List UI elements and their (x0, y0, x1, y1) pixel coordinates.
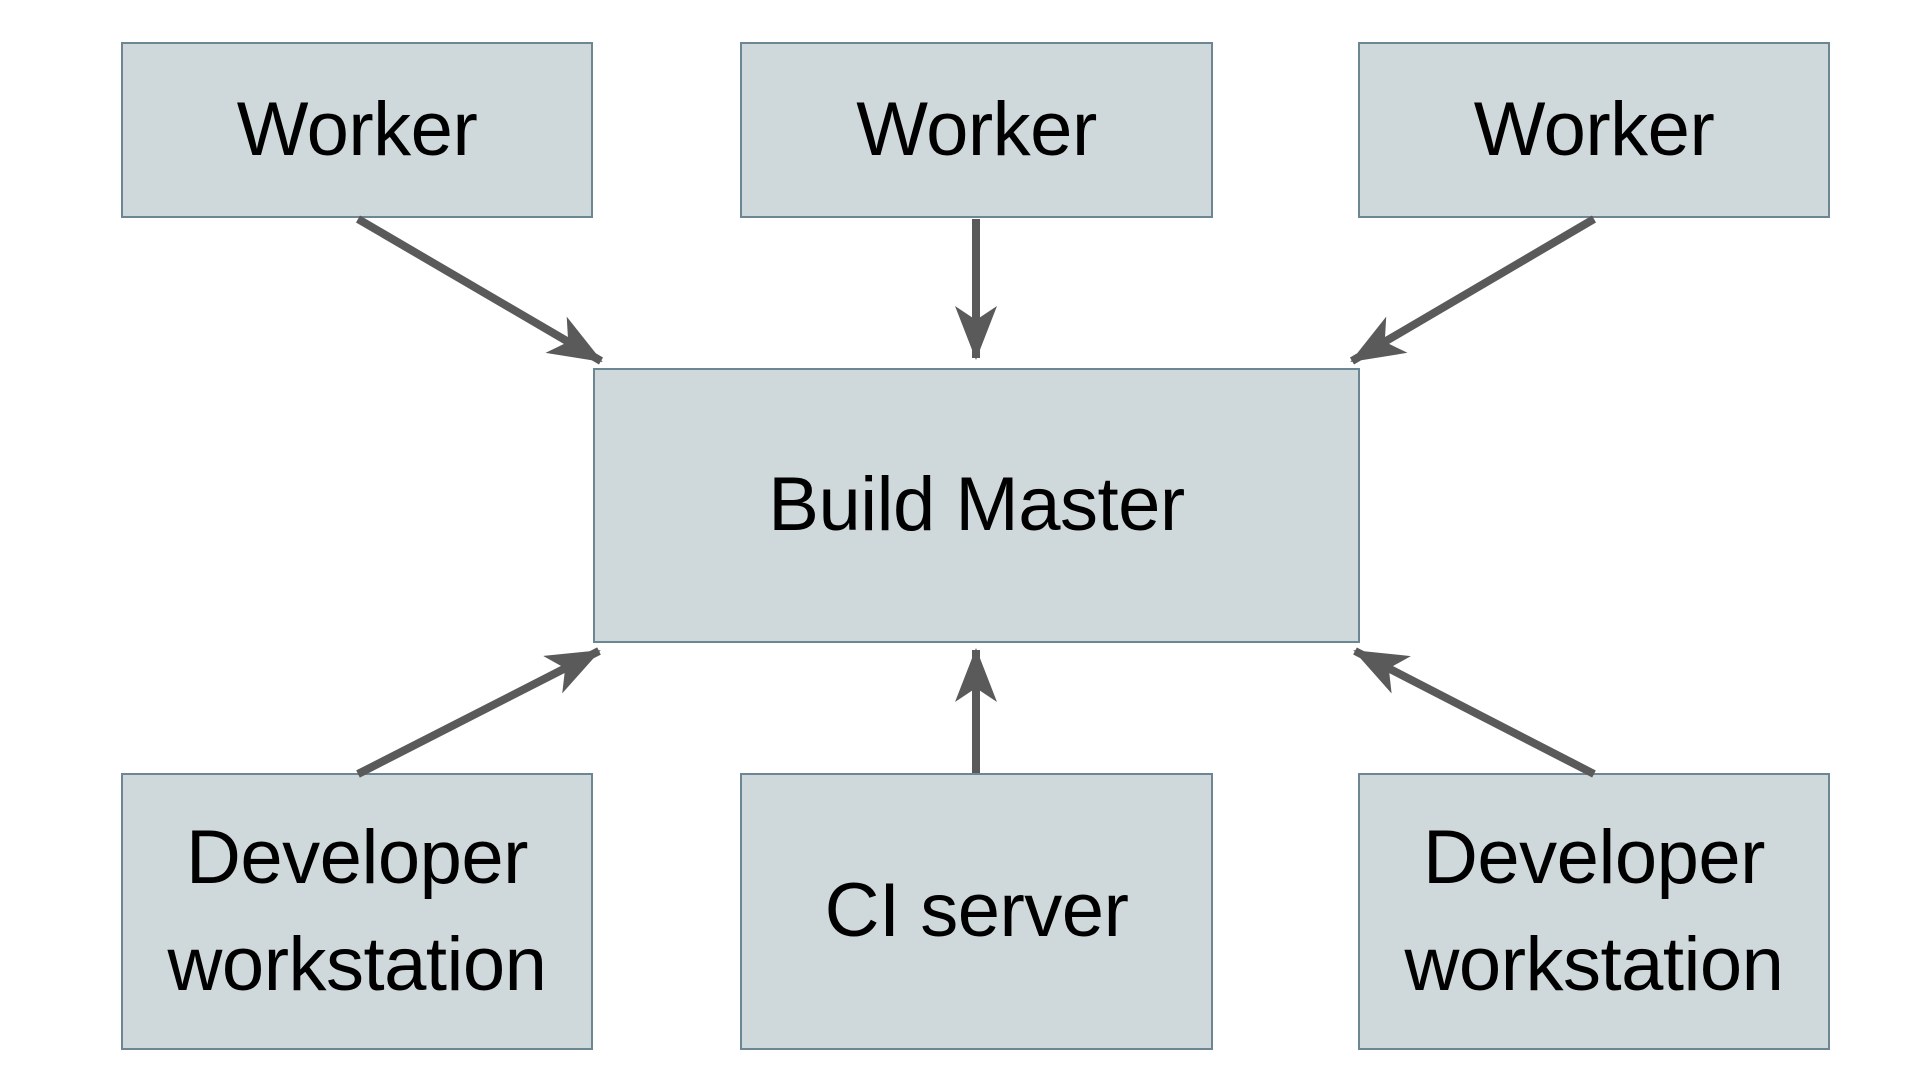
node-build-master: Build Master (593, 368, 1360, 643)
node-developer-workstation-1: Developer workstation (121, 773, 593, 1050)
arrow-worker-1-to-build-master (355, 215, 604, 365)
node-label: Worker (856, 86, 1097, 172)
arrow-worker-3-to-build-master (1349, 215, 1597, 365)
node-label: Worker (1473, 86, 1715, 172)
node-worker-2: Worker (740, 42, 1213, 218)
node-developer-workstation-2: Developer workstation (1358, 773, 1830, 1050)
arrow-developer-workstation-2-to-build-master (1353, 647, 1596, 778)
node-worker-3: Worker (1358, 42, 1830, 218)
node-ci-server: CI server (740, 773, 1213, 1050)
node-label: Developer workstation (167, 815, 547, 1007)
node-worker-1: Worker (121, 42, 593, 218)
arrow-developer-workstation-1-to-build-master (356, 647, 601, 778)
node-label: Developer workstation (1404, 815, 1784, 1007)
node-label: CI server (824, 868, 1129, 954)
node-label: Build Master (768, 462, 1185, 548)
node-label: Worker (236, 86, 478, 172)
